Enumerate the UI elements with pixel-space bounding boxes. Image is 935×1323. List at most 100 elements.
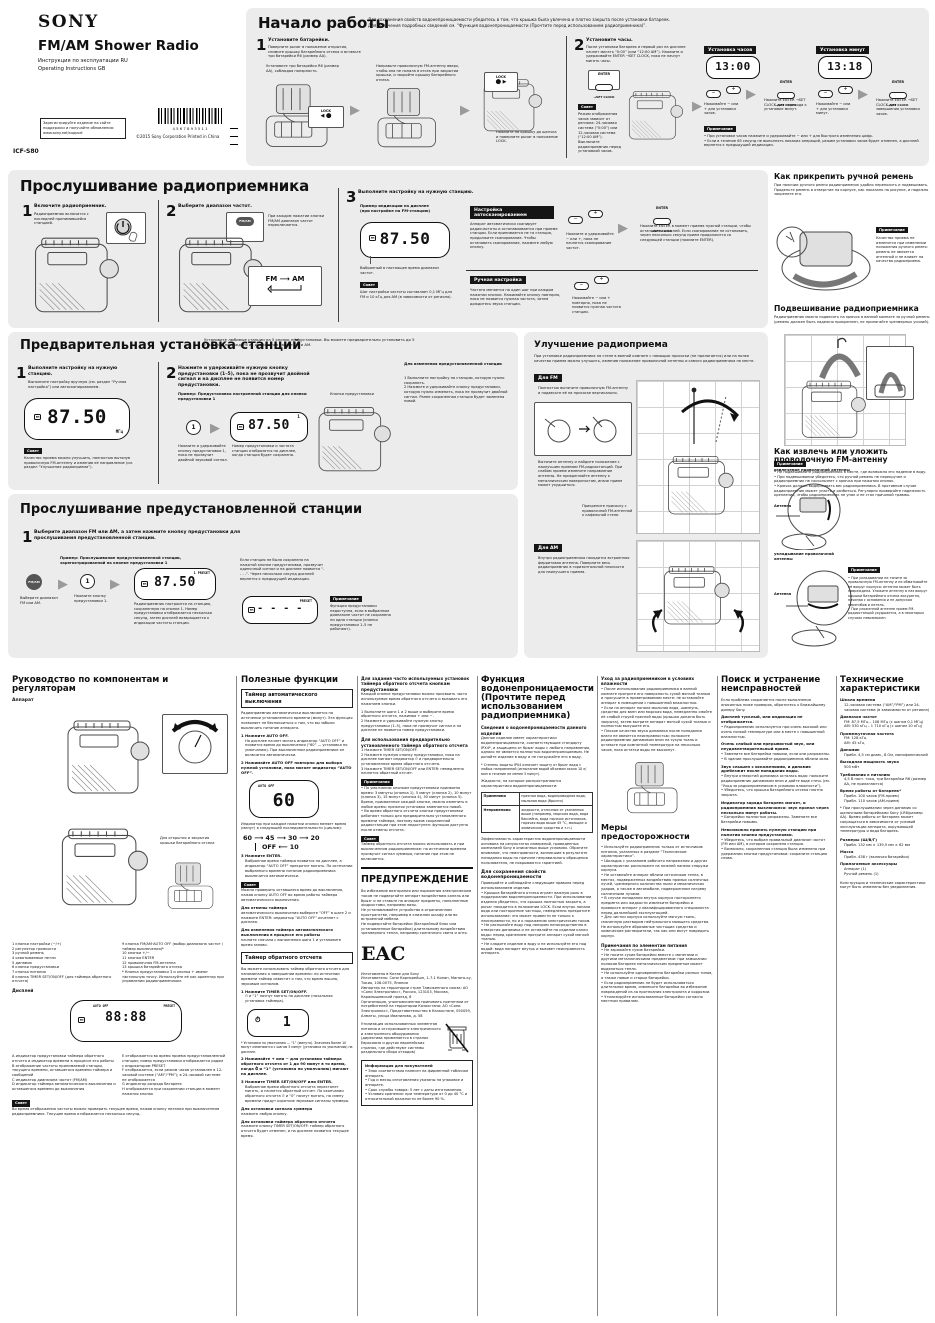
lock-label: LOCK — [320, 109, 332, 113]
tip-chip: Совет — [361, 835, 379, 843]
hook-inset-callout — [866, 346, 914, 400]
assign-body: Каждой кнопке предустановки можно присво… — [361, 692, 468, 706]
caption: Установите три батарейки R6 (размер AA),… — [266, 64, 339, 73]
pointer-line — [370, 256, 371, 264]
divider — [566, 36, 567, 158]
frequency-value: 87.50 — [47, 406, 107, 428]
section-title: Как извлечь или уложить проволочную FM-а… — [774, 447, 888, 465]
display-list-right: E отображается во время приема предустан… — [122, 1054, 226, 1096]
manual-tuning-body: Частота меняется на один шаг при каждом … — [470, 288, 561, 307]
arrow-icon: ⟶ — [279, 275, 290, 283]
cancel-heading: Для отмены таймера — [241, 904, 288, 910]
spec-label: Прилагаемые аксессуары — [840, 861, 898, 867]
no-preset-note: Если станция не была сохранена на нажато… — [240, 558, 325, 581]
spec-label: Размеры (Ш/В/Г) — [840, 837, 877, 843]
unit-label: МГц — [115, 429, 123, 434]
tip-chip: Совет — [360, 282, 378, 288]
component-list-left: 1 кнопки настройки (−/+) 2 регулятор гро… — [12, 942, 112, 984]
improve-reception-panel: Улучшение радиоприема При установке ради… — [524, 332, 768, 658]
spec-label: Выходная мощность звука — [840, 759, 899, 765]
enter-set-clock: ENTER →SET CLOCK — [764, 80, 808, 107]
set-hours-group: Установка часов 13:00 − + Нажимайте − ил… — [704, 46, 812, 156]
note-text: Функция предустановки недоступна, если в… — [330, 604, 391, 632]
display-callout-lcd: FM 88:88 PRESET AUTO OFF — [70, 1000, 182, 1043]
set-clock-label: →SET CLOCK — [887, 103, 909, 107]
frequency-value: 87.50 — [379, 229, 431, 248]
step-heading: Нажмите и удерживайте нужную кнопку пред… — [178, 366, 310, 389]
store-heading: укладывание проволочной антенны — [774, 551, 834, 561]
cd-footnote: * Установка по умолчанию — “1” (минута).… — [241, 1041, 353, 1054]
auto-off-display: AUTO OFF 60 — [249, 779, 319, 818]
spec-value: Прибл. 4,5 см диам., 8 Ом, монофонически… — [844, 753, 928, 758]
radio-illustration — [624, 86, 690, 146]
care-precautions-column: Уход за радиоприемником в условиях влажн… — [601, 676, 713, 1004]
auto-off-indicator: AUTO OFF — [258, 783, 275, 788]
display-lists: A индикатор предустановки таймера обратн… — [12, 1054, 230, 1096]
body: Данное изделие имеет характеристики водо… — [481, 735, 591, 760]
step-heading: Включите радиоприемник. — [34, 204, 107, 209]
lock-switch-callout: LOCK ◀ ⬤ — [308, 106, 344, 128]
fmam-button-callout: FM/AM — [226, 212, 264, 242]
volume-knob-callout — [162, 714, 228, 775]
preset-indicator: 1 PRESET — [193, 571, 210, 575]
band-indicator: FM — [237, 424, 244, 430]
unit-diagrams: Для открытия и закрытия крышки батарейно… — [12, 704, 230, 942]
next-arrow-icon: ▶ — [460, 103, 470, 118]
step-heading: Выполните настройку на нужную станцию. — [28, 366, 118, 377]
enter-button-icon — [889, 92, 907, 99]
sequence-caption: Индикатор при каждом нажатии кнопки меня… — [241, 821, 347, 831]
getting-started-panel: Начало работы Для сохранения свойств вод… — [246, 8, 929, 166]
care-text: • После использования радиоприемника в в… — [601, 686, 713, 752]
spec-value: Прибл. 100 часов (FM-прием) Прибл. 110 ч… — [844, 794, 900, 803]
caption: Нажмите на крышку до щелчка и поверните … — [496, 130, 558, 144]
stop-timer-heading: Для остановки таймера обратного отсчета — [241, 1118, 336, 1124]
timer-icon: ⏱ — [255, 1016, 261, 1025]
strap-section: Как прикрепить ручной ремень При наличии… — [774, 172, 930, 291]
listening-panel: Прослушивание радиоприемника 1 Включите … — [8, 170, 768, 328]
sequence-top: 60 ⟶ 45 ⟶ 30 ⟶ 20 — [243, 834, 320, 843]
antenna-label: Антенна — [774, 592, 792, 596]
sony-logo: SONY — [38, 12, 99, 32]
spec-label: Время работы от батареек* — [840, 788, 902, 794]
suction-cup-icon — [544, 416, 617, 443]
solution: • Радиоприемник используется при очень в… — [721, 725, 827, 739]
hang-section: Подвешивание радиоприемника Радиоприемни… — [774, 304, 930, 497]
power-icon — [114, 218, 138, 242]
spec-label: Требования к питанию — [840, 771, 891, 777]
band-loop-callout: FM ⟶ AM — [248, 266, 322, 306]
frequency-value: 87.50 — [248, 418, 290, 433]
column-divider — [597, 676, 598, 1316]
column-divider — [477, 676, 478, 1316]
section-title: Прослушивание предустановленной станции — [20, 502, 363, 517]
enter-set-clock: ENTER →SET CLOCK — [876, 80, 920, 107]
radio-illustration — [312, 398, 400, 482]
column-title: Поиск и устранение неисправностей — [721, 675, 821, 695]
enter-button-icon — [653, 218, 671, 225]
fmam-button: FM/AM — [236, 217, 254, 226]
next-arrow-icon: ▶ — [110, 577, 120, 592]
enter-button-icon — [777, 92, 795, 99]
registration-mark — [230, 144, 238, 146]
copyright: ©2015 Sony Corporation Printed in China — [136, 134, 220, 139]
stop-timer-body: нажмите кнопку TIMER SET/ON/OFF: таймер … — [241, 1124, 349, 1139]
subtitle-ru: Инструкция по эксплуатации RU — [38, 58, 128, 64]
tip-text: Качество приема можно улучшить, полность… — [24, 456, 134, 470]
preset-panel: Предварительная установка станций Устано… — [8, 332, 518, 490]
store-antenna-illustration — [786, 570, 852, 647]
set-clock-label: →SET CLOCK — [593, 95, 615, 99]
enter-button-icon — [595, 84, 613, 91]
buyer-info-heading: Информация для покупателей — [365, 1063, 433, 1068]
divider — [361, 866, 473, 869]
spec-value: FM: 87,5 МГц – 108 МГц (с шагом 0,1 МГц)… — [844, 719, 924, 729]
lock-arrow-icon: ◀ ⬤ — [320, 113, 332, 119]
column-divider — [836, 676, 837, 1316]
tip-chip: Совет — [578, 104, 596, 110]
gs-intro: Для сохранения свойств водонепроницаемос… — [368, 17, 671, 28]
band-loop: FM ⟶ AM — [249, 275, 321, 283]
antenna-section: Как извлечь или уложить проволочную FM-а… — [774, 447, 930, 647]
tip-chip: Совет — [24, 448, 42, 454]
hook-detail-icon — [874, 372, 906, 398]
divider — [158, 200, 159, 322]
problem: Невозможно принять нужную станцию при на… — [721, 826, 817, 837]
